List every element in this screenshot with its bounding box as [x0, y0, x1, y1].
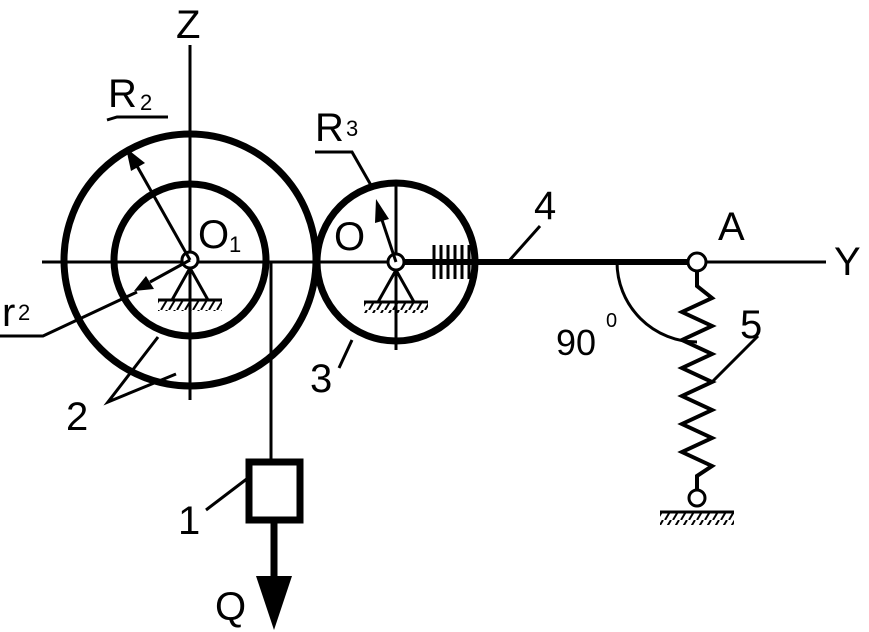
radius-r2-label: R — [108, 72, 137, 116]
radius-r2-small-subscript: 2 — [18, 300, 30, 325]
angle-arc — [615, 261, 698, 344]
wheel-2-inner-circle — [110, 180, 270, 340]
part-3-leader — [337, 339, 354, 369]
radius-r2-small-leader — [0, 290, 138, 338]
radius-r3-subscript: 3 — [346, 116, 358, 141]
radius-r2-arrow-head — [126, 148, 145, 171]
y-axis-label: Y — [834, 240, 861, 284]
radius-r2-small-arrow-head — [134, 276, 154, 291]
part-2-label: 2 — [66, 395, 88, 439]
center-o1-label: O — [198, 213, 229, 257]
part-5-label: 5 — [740, 303, 762, 347]
load-arrow-head — [256, 576, 292, 630]
part-1-label: 1 — [178, 499, 200, 543]
center-o1-subscript: 1 — [229, 232, 241, 257]
part-1-leader — [205, 476, 249, 512]
angle-degree-mark: 0 — [606, 310, 617, 332]
radius-r3-label: R — [315, 106, 344, 150]
radius-r3-arrow-head — [375, 199, 389, 223]
load-q-label: Q — [215, 585, 246, 629]
point-a-label: A — [718, 205, 745, 249]
support-o-hatch — [364, 303, 428, 313]
angle-value: 90 — [556, 322, 596, 363]
part-2-leader — [103, 336, 177, 406]
point-a-hinge — [686, 251, 708, 273]
part-5-leader — [710, 334, 760, 384]
radius-r2-arrow-shaft — [135, 165, 192, 261]
radius-r2-small-arrow-shaft — [149, 258, 191, 284]
spring-5-bottom-pin — [687, 488, 707, 508]
radius-r3-leader — [315, 150, 374, 188]
spring-5 — [677, 271, 717, 492]
part-3-label: 3 — [310, 357, 332, 401]
support-o-left-leg — [376, 269, 398, 303]
radius-r2-leader — [106, 115, 168, 122]
support-o1-right-leg — [188, 267, 210, 301]
part-4-label: 4 — [534, 184, 556, 228]
radius-r3-arrow-shaft — [380, 219, 398, 263]
center-o-label: O — [334, 215, 365, 259]
part-4-leader — [506, 225, 542, 263]
z-axis-label: Z — [176, 3, 200, 47]
support-o1-left-leg — [170, 267, 192, 301]
support-o1-hatch — [158, 301, 222, 311]
radius-r2-subscript: 2 — [140, 90, 152, 115]
radius-r2-small-label: r — [2, 291, 15, 335]
spring-5-ground-hatch — [660, 513, 734, 525]
block-1 — [245, 458, 304, 524]
torsion-spring — [432, 245, 471, 279]
support-o-right-leg — [394, 269, 416, 303]
